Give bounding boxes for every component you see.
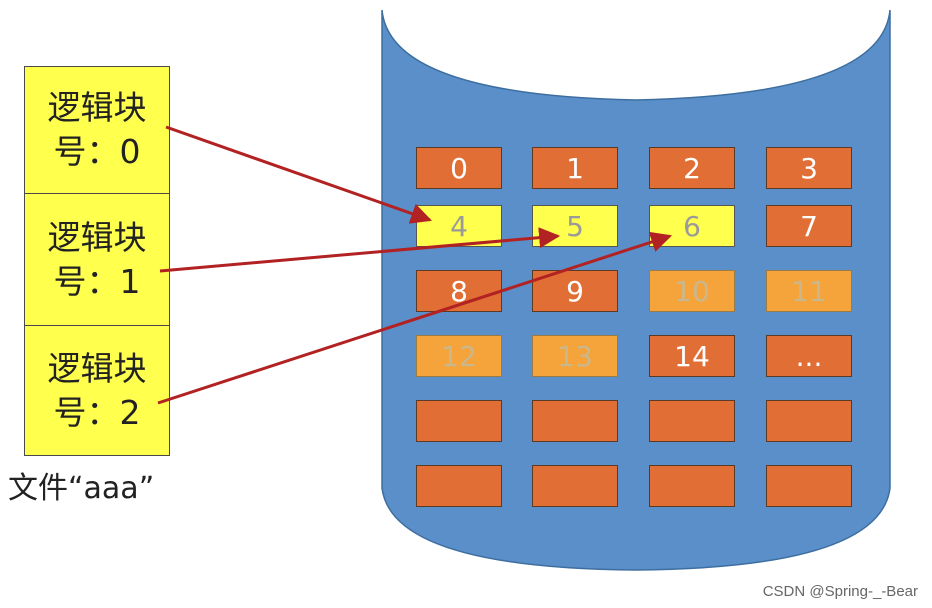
physical-block-17 bbox=[532, 400, 618, 442]
logical-block-1: 逻辑块 号：1 bbox=[24, 193, 170, 326]
physical-block-20 bbox=[416, 465, 502, 507]
physical-block-0: 0 bbox=[416, 147, 502, 189]
physical-block-6: 6 bbox=[649, 205, 735, 247]
physical-block-15: ... bbox=[766, 335, 852, 377]
physical-block-23 bbox=[766, 465, 852, 507]
logical-block-2-line1: 逻辑块 bbox=[47, 348, 147, 388]
physical-block-5: 5 bbox=[532, 205, 618, 247]
file-caption: 文件“aaa” bbox=[8, 471, 155, 506]
logical-block-2: 逻辑块 号：2 bbox=[24, 325, 170, 456]
physical-block-1: 1 bbox=[532, 147, 618, 189]
logical-block-0-line1: 逻辑块 bbox=[47, 88, 147, 127]
physical-block-22 bbox=[649, 465, 735, 507]
physical-block-2: 2 bbox=[649, 147, 735, 189]
physical-block-8: 8 bbox=[416, 270, 502, 312]
physical-block-19 bbox=[766, 400, 852, 442]
logical-block-1-line1: 逻辑块 bbox=[47, 217, 147, 257]
physical-block-4: 4 bbox=[416, 205, 502, 247]
physical-block-16 bbox=[416, 400, 502, 442]
physical-block-10: 10 bbox=[649, 270, 735, 312]
physical-block-12: 12 bbox=[416, 335, 502, 377]
physical-block-3: 3 bbox=[766, 147, 852, 189]
physical-block-13: 13 bbox=[532, 335, 618, 377]
logical-block-1-line2: 号：1 bbox=[53, 261, 141, 301]
physical-block-14: 14 bbox=[649, 335, 735, 377]
watermark: CSDN @Spring-_-Bear bbox=[762, 583, 918, 600]
physical-block-18 bbox=[649, 400, 735, 442]
physical-block-11: 11 bbox=[766, 270, 852, 312]
physical-block-9: 9 bbox=[532, 270, 618, 312]
physical-block-7: 7 bbox=[766, 205, 852, 247]
logical-block-0-line2: 号：0 bbox=[53, 132, 141, 171]
logical-block-2-line2: 号：2 bbox=[53, 392, 141, 432]
logical-block-0: 逻辑块 号：0 bbox=[24, 66, 170, 194]
physical-block-21 bbox=[532, 465, 618, 507]
